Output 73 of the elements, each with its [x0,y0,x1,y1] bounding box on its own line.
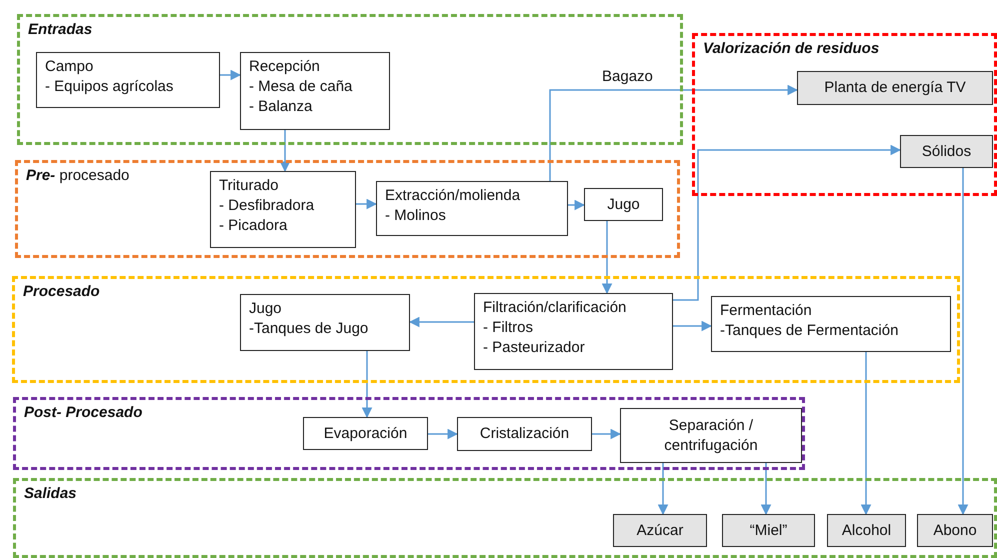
step-detail: -Tanques de Jugo [249,319,370,339]
group-title: Post- Procesado [24,404,142,421]
output-box [900,135,993,168]
arrow [362,351,372,418]
process-box [303,417,428,450]
process-box [376,181,568,236]
step-detail: - Equipos agrícolas [45,77,174,97]
process-box [620,408,802,463]
process-box [240,294,410,351]
group-frame [15,160,680,258]
step-detail: - Desfibradora [219,196,316,216]
arrow [860,352,872,516]
arrow [673,320,712,332]
step-title: Jugo [606,194,641,214]
output-box [722,514,815,547]
arrow [568,200,586,210]
arrow [428,428,458,440]
arrow [658,463,668,516]
step-detail: - Picadora [219,216,288,236]
output-box [827,514,906,547]
process-box [584,188,663,221]
arrow [592,428,622,440]
process-box [240,52,390,130]
output-box [613,514,707,547]
step-title: Campo [45,57,94,77]
step-title: Azúcar [636,520,684,540]
step-detail: - Pasteurizador [483,338,586,358]
output-box [797,71,993,105]
arrow [220,70,242,80]
group-title: Valorización de residuos [703,40,880,57]
group-title: Procesado [23,283,100,300]
step-detail: -Tanques de Fermentación [720,321,900,341]
arrow [549,84,798,181]
step-title: “Miel” [748,520,788,540]
edge-label: Bagazo [600,68,655,85]
group-title: Entradas [28,21,92,38]
step-title: Separación / centrifugación [663,416,759,456]
arrow [602,221,612,294]
step-title: Evaporación [322,424,408,444]
process-box [210,171,356,248]
group-frame [13,397,805,470]
step-title: Jugo [249,299,283,319]
group-title: Salidas [24,485,77,502]
step-title: Extracción/molienda [385,186,522,206]
arrow [673,144,902,301]
step-title: Alcohol [840,520,892,540]
process-box [457,417,592,451]
step-detail: - Balanza [249,97,314,117]
group-frame [12,276,960,383]
step-title: Planta de energía TV [823,78,967,98]
output-box [917,514,993,547]
process-box [36,52,220,108]
step-detail: - Molinos [385,206,447,226]
process-box [711,296,951,352]
step-title: Triturado [219,176,280,196]
step-title: Fermentación [720,301,813,321]
arrow [280,130,290,172]
arrow [356,198,378,210]
step-detail: - Mesa de caña [249,77,354,97]
step-detail: - Filtros [483,318,534,338]
group-frame [692,33,997,196]
step-title: Sólidos [920,142,972,162]
group-title: Pre- procesado [26,167,130,184]
step-title: Filtración/clarificación [483,298,628,318]
step-title: Abono [932,520,978,540]
arrow [408,316,474,328]
process-box [474,293,673,370]
step-title: Recepción [249,57,321,77]
arrow [958,168,968,516]
arrow [760,463,772,516]
group-frame [13,478,997,558]
group-frame [17,14,683,145]
step-title: Cristalización [478,424,570,444]
